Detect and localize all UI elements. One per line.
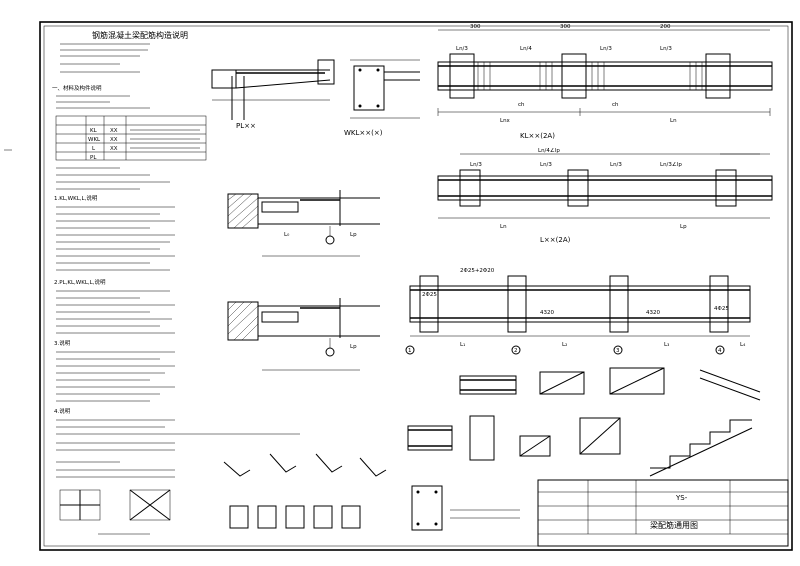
axis-4: 4 [718, 348, 722, 354]
inner-border [43, 25, 789, 547]
anchor-detail-1: Lp L₀ [227, 190, 380, 257]
axis-1: 1 [408, 348, 412, 354]
note-item-1: 1.KL,WKL,L,说明 [54, 194, 98, 202]
cb-mark-c: 4Φ25 [714, 306, 729, 312]
member-table: KL WKL L PL XX XX XX [55, 115, 207, 161]
kl-dim-ln: Ln [670, 118, 677, 124]
notes-subheading: 一、材料及构件说明 [52, 84, 102, 92]
l-dim-ln: Ln [500, 224, 507, 230]
note-item-4: 4.说明 [54, 407, 71, 415]
drawing-name: 梁配筋通用图 [650, 520, 698, 530]
cb-dim-4320-b: 4320 [646, 310, 660, 316]
table-pl: PL [90, 155, 97, 161]
l-elevation: Ln/4∠lp Ln/3 Ln/3 Ln/3 Ln/3∠lp Ln Lp L××… [437, 147, 773, 244]
l-ln3lp: Ln/3∠lp [660, 161, 682, 168]
l-ln3-c: Ln/3 [610, 162, 622, 168]
anchor1-dim-lnb: L₀ [284, 232, 290, 238]
l-ln4lp: Ln/4∠lp [538, 147, 560, 154]
title-code: YS- [675, 494, 688, 502]
notes-text-lines: 1.KL,WKL,L,说明 2.PL,KL,WKL,L,说明 3.说明 [54, 167, 300, 478]
kl-dim-lnx: Lnx [500, 118, 511, 124]
kl-dim-200: 200 [660, 24, 671, 30]
title-block: YS- 梁配筋通用图 [537, 479, 789, 547]
axis-2: 2 [514, 348, 518, 354]
table-wkl: WKL [88, 137, 101, 143]
cb-dim-l1: L₁ [460, 342, 465, 348]
table-l: L [92, 146, 96, 152]
anchor1-dim-lp: Lp [350, 232, 357, 238]
kl-label: KL××(2A) [520, 132, 555, 140]
wkl-detail: WKL××(×) [344, 59, 420, 137]
notes-panel: 钢筋混凝土梁配筋构造说明 一、材料及构件说明 KL WKL L PL XX XX… [52, 30, 300, 535]
table-xx-3: XX [110, 146, 118, 152]
cb-mark-b: 2Φ25+2Φ20 [460, 268, 495, 274]
kl-ln3-c: Ln/3 [660, 46, 672, 52]
outer-border [39, 21, 793, 551]
notes-heading: 钢筋混凝土梁配筋构造说明 [92, 30, 188, 40]
kl-elevation: 300 300 200 Ln/3 Ln/4 Ln/3 Ln/3 ch ch Ln… [437, 24, 773, 140]
axis-3: 3 [616, 348, 620, 354]
kl-dim-300: 300 [560, 24, 571, 30]
kl-ln3-a: Ln/3 [456, 46, 468, 52]
wkl-label: WKL××(×) [344, 129, 383, 137]
continuous-beam: 2Φ25 2Φ25+2Φ20 4Φ25 4320 4320 L₁ L₂ L₃ L… [405, 268, 751, 355]
cb-dim-l4: L₄ [740, 342, 746, 348]
table-xx-2: XX [110, 137, 118, 143]
note-item-3: 3.说明 [54, 339, 71, 347]
detail-bottom-left [59, 489, 171, 535]
pl-label: PL×× [236, 122, 256, 130]
l-dim-lp: Lp [680, 224, 687, 230]
kl-ln3-b: Ln/3 [600, 46, 612, 52]
table-kl: KL [90, 128, 98, 134]
bottom-details [223, 367, 761, 531]
l-ln3-b: Ln/3 [540, 162, 552, 168]
kl-dim-300b: 300 [470, 24, 481, 30]
table-xx-1: XX [110, 128, 118, 134]
kl-ln4-a: Ln/4 [520, 46, 532, 52]
cb-dim-l3: L₃ [664, 342, 669, 348]
anchor-detail-2: Lp [227, 298, 380, 371]
pl-detail: PL×× [211, 59, 335, 130]
anchor2-dim-lp: Lp [350, 344, 357, 350]
cb-dim-l2: L₂ [562, 342, 567, 348]
cb-dim-4320-a: 4320 [540, 310, 554, 316]
cb-mark-a: 2Φ25 [422, 292, 437, 298]
l-ln3-a: Ln/3 [470, 162, 482, 168]
kl-ch-b: ch [612, 102, 619, 108]
l-label: L××(2A) [540, 236, 571, 244]
note-item-2: 2.PL,KL,WKL,L,说明 [54, 278, 106, 286]
kl-ch-a: ch [518, 102, 525, 108]
